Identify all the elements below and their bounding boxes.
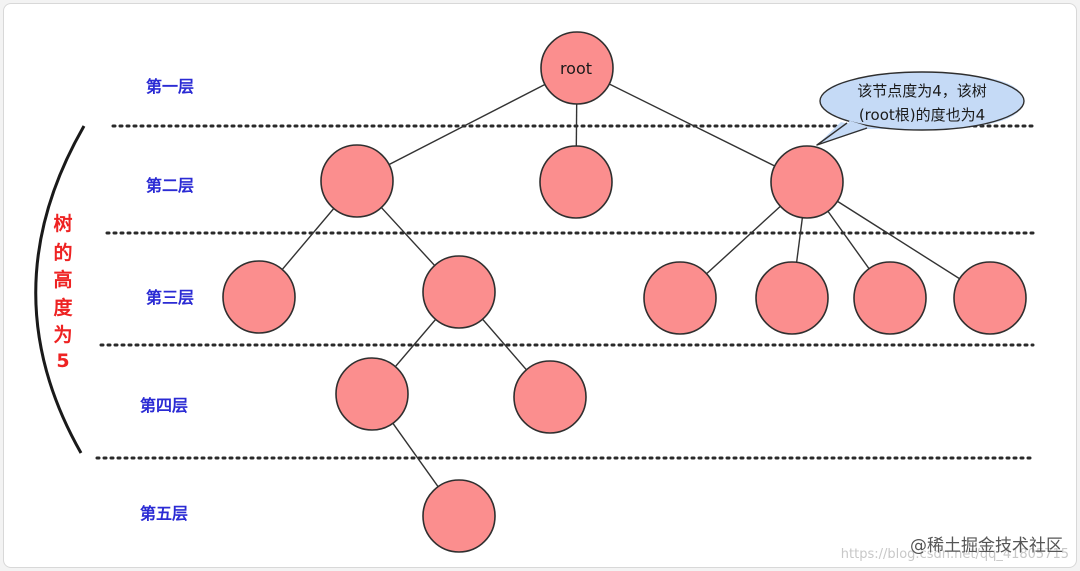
tree-node	[513, 360, 587, 434]
tree-node	[222, 260, 296, 334]
tree-node-root	[540, 31, 614, 105]
level-label-1: 第一层	[146, 77, 194, 96]
tree-node	[422, 255, 496, 329]
tree-node	[755, 261, 829, 335]
tree-height-bracket	[34, 125, 86, 454]
tree-height-char: 的	[53, 241, 72, 264]
tree-node	[770, 145, 844, 219]
tree-node	[320, 144, 394, 218]
tree-height-label: 树 的 高 度 为 5	[53, 212, 73, 372]
level-label-3: 第三层	[146, 288, 194, 307]
callout-line-1: 该节点度为4，该树	[857, 82, 987, 100]
watermark-logo: @稀土掘金技术社区	[910, 536, 1063, 556]
tree-node	[335, 357, 409, 431]
tree-node	[953, 261, 1027, 335]
edge	[356, 67, 578, 182]
level-label-5: 第五层	[140, 504, 188, 523]
callout-bubble-body	[819, 71, 1025, 131]
level-label-2: 第二层	[146, 176, 194, 195]
tree-height-char: 为	[53, 323, 72, 346]
root-label: root	[560, 59, 592, 78]
diagram-frame: root 该节点度为4，该树 (root根)的度也为4 第一层 第二层 第三层 …	[3, 3, 1077, 568]
tree-height-char: 树	[53, 212, 72, 235]
edge	[576, 67, 808, 183]
tree-height-char: 高	[53, 268, 72, 291]
watermark-url: https://blog.csdn.net/qq_41805715	[841, 547, 1069, 562]
callout-pointer	[816, 122, 868, 146]
tree-height-char: 度	[53, 296, 73, 319]
tree-node	[539, 145, 613, 219]
tree-node	[422, 479, 496, 553]
tree-diagram: root 该节点度为4，该树 (root根)的度也为4 第一层 第二层 第三层 …	[34, 31, 1069, 562]
callout-line-2: (root根)的度也为4	[859, 106, 985, 124]
tree-node	[643, 261, 717, 335]
tree-node	[853, 261, 927, 335]
level-label-4: 第四层	[140, 396, 188, 415]
tree-height-char: 5	[56, 350, 69, 372]
